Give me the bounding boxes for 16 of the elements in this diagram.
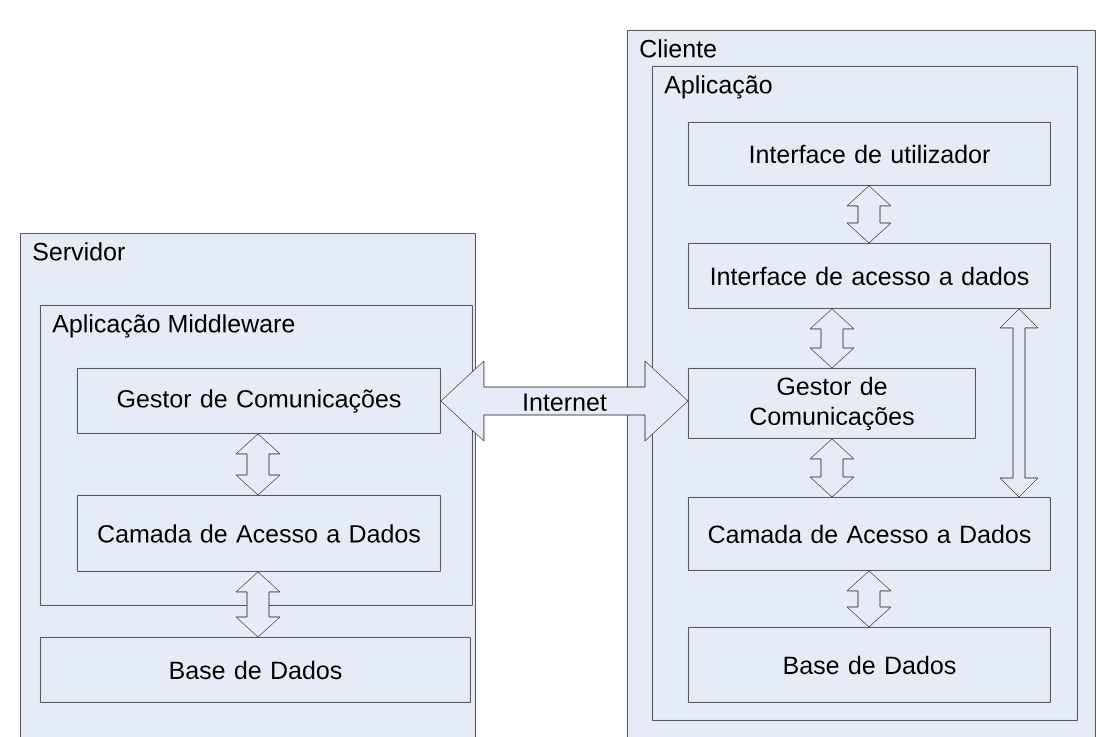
layer-box: Interface de acesso a dados xyxy=(688,243,1051,309)
double-arrow xyxy=(809,438,855,498)
double-arrow xyxy=(235,571,281,638)
double-arrow xyxy=(846,185,892,244)
edge-label: Internet xyxy=(521,392,608,412)
layer-box: Gestor de Comunicações xyxy=(77,368,441,434)
double-arrow xyxy=(235,433,281,496)
layer-box: Camada de Acesso a Dados xyxy=(77,495,441,572)
double-arrow xyxy=(846,570,892,628)
layer-box: Interface de utilizador xyxy=(688,122,1051,186)
layer-box: Base de Dados xyxy=(688,627,1051,703)
double-arrow xyxy=(999,308,1039,498)
layer-box: Camada de Acesso a Dados xyxy=(688,497,1051,571)
layer-box: Gestor de Comunicações xyxy=(688,368,976,439)
layer-box: Base de Dados xyxy=(40,637,471,703)
double-arrow xyxy=(809,308,855,369)
